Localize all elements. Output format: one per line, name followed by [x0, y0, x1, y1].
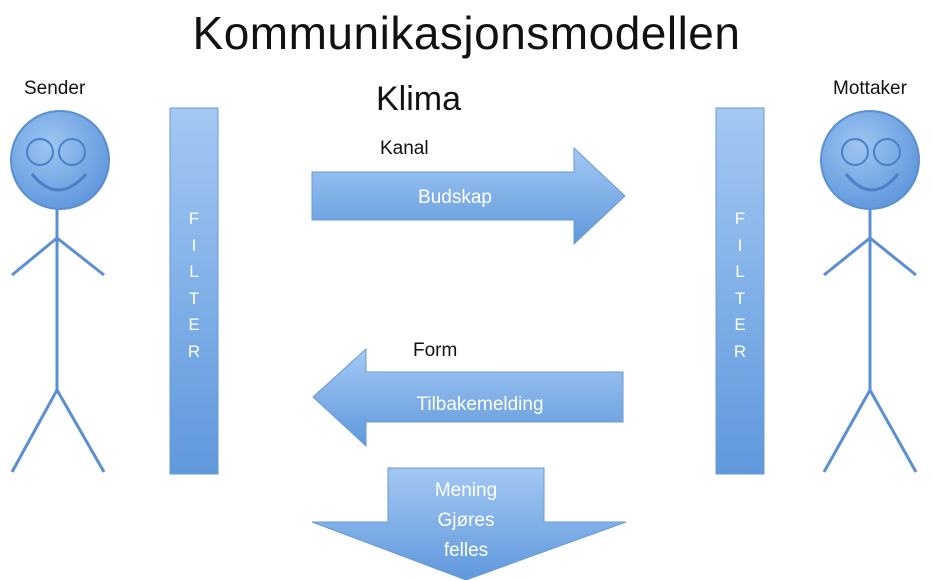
message-arrow — [311, 146, 626, 246]
sender-right-leg — [55, 389, 106, 473]
receiver-left-arm — [823, 236, 871, 277]
climate-label: Klima — [376, 80, 462, 118]
filter-letter: T — [734, 288, 746, 308]
filter-letter: R — [187, 341, 201, 361]
filter-letter: F — [188, 209, 200, 228]
receiver-smile — [844, 173, 900, 192]
meaning-line: felles — [443, 540, 489, 561]
filter-letter: E — [188, 315, 200, 334]
meaning-line: Gjøres — [437, 510, 495, 531]
sender-left-arm — [11, 236, 58, 277]
sender-left-eye — [26, 138, 54, 166]
feedback-label: Tilbakemelding — [416, 394, 544, 415]
receiver-right-leg — [868, 389, 918, 473]
sender-left-leg — [10, 389, 59, 473]
feedback-arrow — [312, 347, 624, 448]
sender-right-eye — [58, 138, 86, 166]
diagram-title: Kommunikasjonsmodellen — [192, 7, 741, 59]
filter-letter: L — [189, 262, 199, 281]
receiver-label: Mottaker — [833, 78, 907, 99]
channel-label: Kanal — [380, 138, 429, 159]
filter-right-label: F I L T E R — [716, 206, 764, 365]
sender-right-arm — [56, 236, 105, 277]
receiver-right-arm — [869, 236, 917, 277]
filter-letter: T — [188, 288, 200, 308]
form-label: Form — [413, 340, 458, 361]
filter-letter: E — [734, 315, 746, 334]
filter-letter: F — [734, 209, 746, 228]
sender-label: Sender — [24, 78, 86, 99]
receiver-right-eye — [873, 138, 901, 166]
sender-smile — [30, 173, 88, 192]
meaning-line: Mening — [434, 480, 498, 501]
meaning-arrow — [311, 467, 627, 580]
filter-letter: L — [735, 262, 745, 281]
filter-left-label: F I L T E R — [170, 206, 218, 365]
receiver-head — [820, 110, 920, 210]
receiver-figure — [820, 110, 920, 473]
message-label: Budskap — [418, 187, 492, 208]
filter-bar-left — [169, 107, 219, 475]
filter-letter: I — [191, 235, 197, 255]
filter-letter: I — [737, 235, 743, 255]
filter-bar-right — [715, 107, 765, 475]
filter-letter: R — [733, 341, 747, 361]
sender-head — [10, 110, 110, 210]
receiver-left-leg — [822, 389, 872, 473]
receiver-left-eye — [841, 138, 869, 166]
sender-figure — [10, 110, 110, 473]
meaning-label: Mening Gjøres felles — [386, 476, 546, 566]
